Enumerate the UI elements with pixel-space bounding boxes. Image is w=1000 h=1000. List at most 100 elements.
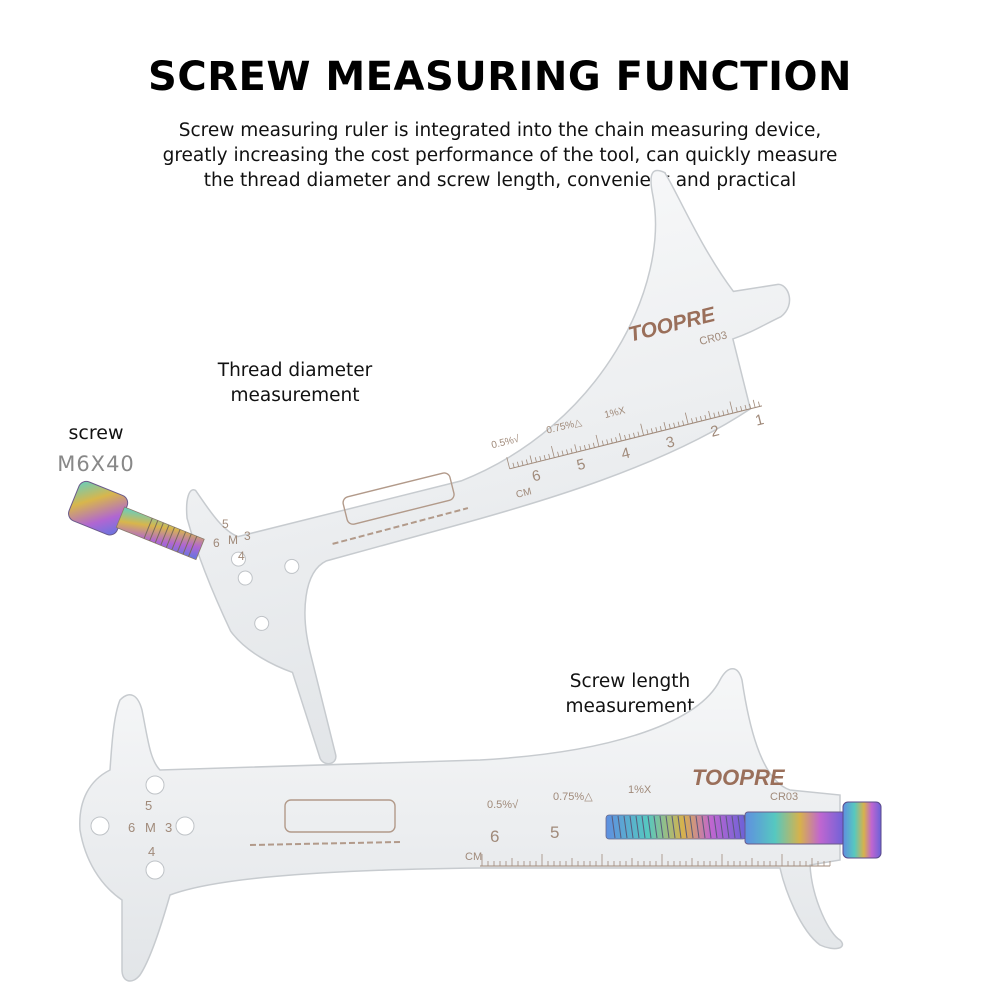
ruler-tick: [534, 457, 537, 463]
screw-label: screw: [68, 422, 124, 444]
screw-thread: [671, 815, 676, 839]
ruler-tick: [646, 429, 649, 435]
ruler-tick: [595, 434, 600, 447]
ruler-tick: [684, 412, 689, 425]
tool-top-hole-m: M: [228, 533, 238, 547]
ruler-tick: [525, 459, 528, 465]
tool-bottom-hole-5: 5: [145, 798, 152, 813]
ruler-tick: [726, 409, 729, 415]
ruler-tick: [682, 420, 685, 426]
ruler-tick: [633, 432, 636, 438]
ruler-tick: [551, 445, 555, 458]
ruler-tick: [668, 423, 671, 429]
screw-thread: [719, 815, 724, 839]
screw-thread: [635, 815, 640, 839]
ruler-tick: [650, 428, 653, 434]
ruler-tick: [677, 421, 680, 427]
tool-bottom-hole-6: 6: [128, 820, 135, 835]
tool-bottom-hole-m: M: [145, 820, 156, 835]
screw-thread: [623, 815, 628, 839]
ruler-tick: [610, 438, 613, 444]
tool-bottom-brand: TOOPRE: [692, 765, 786, 790]
screw-thread: [677, 815, 682, 839]
tool-bottom-model: CR03: [770, 791, 798, 803]
screw-thread: [611, 815, 616, 839]
ruler-tick: [708, 410, 711, 419]
screw-thread: [713, 815, 718, 839]
ruler-tick: [673, 422, 676, 428]
ruler-tick: [758, 401, 761, 407]
ruler-tick: [628, 433, 631, 439]
tool-top-hole-6: 6: [213, 536, 220, 550]
screw-thread: [653, 815, 658, 839]
tool-top-unit: CM: [515, 486, 533, 500]
ruler-tick: [583, 444, 586, 450]
thread-diameter-callout: Thread diameter measurement: [200, 358, 390, 408]
ruler-tick: [637, 431, 640, 437]
ruler-tick: [735, 407, 738, 413]
ruler-tick: [521, 460, 524, 466]
ruler-tick: [543, 454, 546, 461]
screw-thread: [731, 815, 736, 839]
ruler-tick: [663, 422, 667, 430]
screw-length-callout: Screw length measurement: [540, 669, 720, 719]
tool-top-num-1: 1: [753, 411, 765, 430]
description-text: Screw measuring ruler is integrated into…: [162, 120, 838, 191]
tool-top-hole-5: 5: [222, 517, 229, 531]
screw-thread: [647, 815, 652, 839]
screw-thread: [707, 815, 712, 839]
tool-top-num-6: 6: [530, 467, 542, 486]
ruler-tick: [539, 456, 542, 462]
tool-bottom-unit: CM: [465, 851, 482, 863]
tool-top-wear-3: 1%X: [603, 405, 626, 421]
ruler-tick: [506, 457, 511, 469]
ruler-tick: [512, 462, 515, 468]
ruler-tick: [579, 446, 582, 452]
ruler-tick: [529, 455, 533, 464]
tool-bottom-num-5: 5: [550, 823, 559, 842]
tool-top-body: [185, 169, 791, 765]
length-callout-line2: measurement: [565, 696, 695, 717]
ruler-tick: [592, 442, 595, 448]
ruler-tick: [655, 427, 658, 433]
screw-bottom: [605, 801, 882, 859]
ruler-tick: [618, 433, 622, 442]
ruler-tick: [557, 451, 560, 457]
ruler-tick: [624, 434, 627, 440]
ruler-tick: [601, 440, 604, 446]
ruler-tick: [740, 405, 743, 412]
screw-thread: [641, 815, 646, 839]
ruler-tick: [588, 443, 591, 449]
screw-thread: [725, 815, 730, 839]
ruler-tick: [566, 449, 569, 455]
ruler-tick: [691, 418, 694, 424]
ruler-tick: [561, 450, 564, 456]
page-title: SCREW MEASURING FUNCTION: [148, 54, 852, 100]
ruler-tick: [722, 410, 725, 416]
ruler-tick: [640, 423, 644, 436]
tool-bottom-wear-1: 0.5%√: [487, 799, 519, 811]
ruler-tick: [548, 453, 551, 459]
tool-top-num-4: 4: [620, 445, 632, 464]
ruler-tick: [695, 417, 698, 423]
tool-bottom-hole-4: 4: [148, 844, 155, 859]
screw-thread: [695, 815, 700, 839]
tool-bottom-num-6: 6: [490, 827, 499, 846]
ruler-tick: [517, 461, 519, 467]
ruler-tick: [713, 412, 716, 418]
ruler-tick: [744, 404, 747, 410]
tool-bottom-wear-2: 0.75%△: [553, 791, 593, 803]
ruler-tick: [752, 399, 756, 408]
ruler-tick: [700, 416, 702, 422]
tool-bottom-body: [79, 668, 844, 982]
thread-callout-line1: Thread diameter: [217, 360, 373, 381]
tool-bottom-wear-3: 1%X: [628, 784, 652, 796]
tool-bottom: [79, 668, 844, 982]
ruler-tick: [704, 414, 707, 420]
tool-top-num-2: 2: [709, 422, 721, 441]
tool-top: [185, 169, 791, 765]
screw-top: [68, 480, 205, 561]
ruler-tick: [659, 426, 662, 432]
screw-thread: [629, 815, 634, 839]
